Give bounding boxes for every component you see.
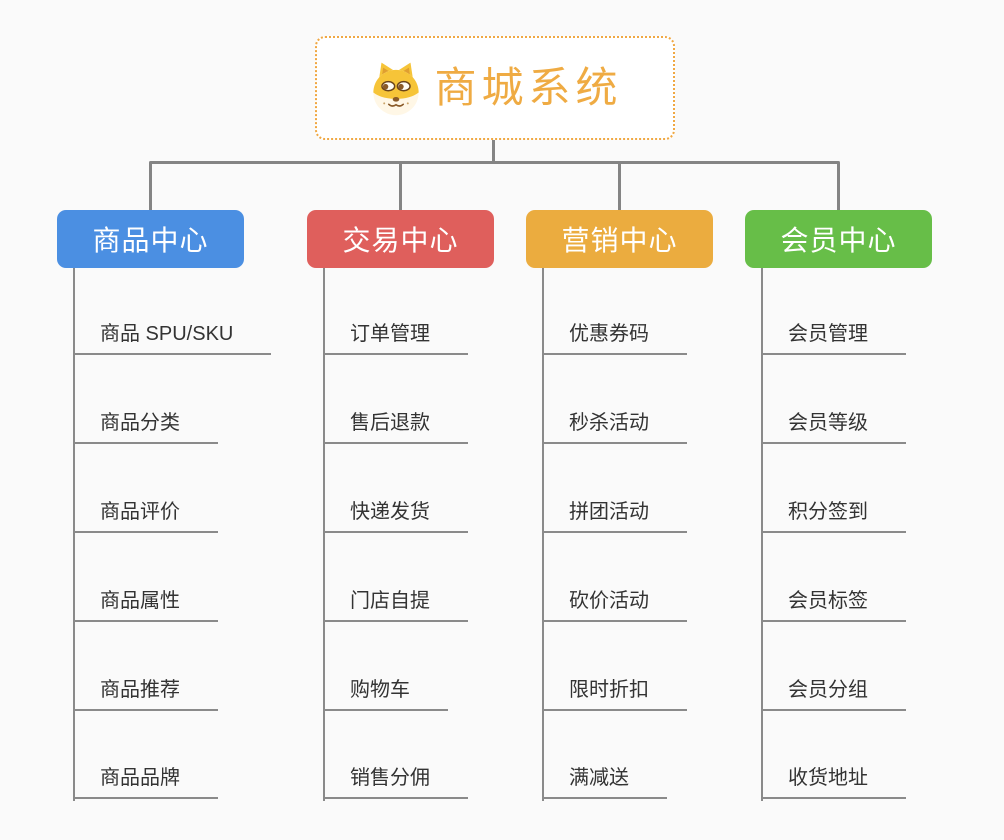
branch-node-marketing[interactable]: 营销中心 <box>526 210 713 268</box>
leaf-label: 秒杀活动 <box>569 412 649 434</box>
leaf-node[interactable]: 售后退款 <box>323 404 468 444</box>
leaf-label: 拼团活动 <box>569 501 649 523</box>
leaf-node[interactable]: 商品评价 <box>73 493 218 533</box>
branch-spine-line <box>761 268 763 801</box>
leaf-label: 商品属性 <box>100 590 180 612</box>
leaf-label: 商品分类 <box>100 412 180 434</box>
leaf-node[interactable]: 快递发货 <box>323 493 468 533</box>
leaf-node[interactable]: 商品 SPU/SKU <box>73 315 272 355</box>
leaf-node[interactable]: 积分签到 <box>761 493 906 533</box>
leaf-label: 会员标签 <box>788 590 868 612</box>
leaf-node[interactable]: 秒杀活动 <box>542 404 687 444</box>
leaf-node[interactable]: 订单管理 <box>323 315 468 355</box>
connector-horizontal-line <box>149 161 840 164</box>
leaf-node[interactable]: 商品属性 <box>73 582 218 622</box>
leaf-node[interactable]: 商品分类 <box>73 404 218 444</box>
leaf-node[interactable]: 限时折扣 <box>542 671 687 711</box>
leaf-label: 商品评价 <box>100 501 180 523</box>
leaf-label: 商品品牌 <box>100 767 180 789</box>
branch-spine-line <box>73 268 75 801</box>
branch-label: 商品中心 <box>92 225 209 256</box>
leaf-label: 快递发货 <box>350 501 430 523</box>
branch-spine-line <box>323 268 325 801</box>
leaf-label: 满减送 <box>569 767 629 789</box>
connector-drop-line <box>149 163 152 210</box>
leaf-node[interactable]: 会员标签 <box>761 582 906 622</box>
leaf-label: 砍价活动 <box>569 590 649 612</box>
leaf-label: 优惠券码 <box>569 323 649 345</box>
connector-drop-line <box>399 163 402 210</box>
branch-column-members: 会员中心 会员管理 会员等级 积分签到 会员标签 会员分组 收货地址 <box>745 210 1004 820</box>
leaf-label: 订单管理 <box>350 323 430 345</box>
branch-column-marketing: 营销中心 优惠券码 秒杀活动 拼团活动 砍价活动 限时折扣 满减送 <box>526 210 786 820</box>
leaf-label: 商品 SPU/SKU <box>100 323 234 345</box>
leaf-node[interactable]: 购物车 <box>323 671 448 711</box>
connector-drop-line <box>837 163 840 210</box>
dog-face-icon <box>367 59 425 117</box>
leaf-label: 会员管理 <box>788 323 868 345</box>
root-title: 商城系统 <box>434 64 623 111</box>
branch-node-trade[interactable]: 交易中心 <box>307 210 494 268</box>
leaf-label: 积分签到 <box>788 501 868 523</box>
branch-label: 交易中心 <box>342 225 459 256</box>
leaf-node[interactable]: 会员分组 <box>761 671 906 711</box>
leaf-node[interactable]: 优惠券码 <box>542 315 687 355</box>
leaf-node[interactable]: 会员等级 <box>761 404 906 444</box>
leaf-node[interactable]: 会员管理 <box>761 315 906 355</box>
leaf-node[interactable]: 商品品牌 <box>73 759 218 799</box>
leaf-node[interactable]: 拼团活动 <box>542 493 687 533</box>
leaf-node[interactable]: 收货地址 <box>761 759 906 799</box>
leaf-label: 门店自提 <box>350 590 430 612</box>
connector-drop-line <box>618 163 621 210</box>
leaf-label: 售后退款 <box>350 412 430 434</box>
leaf-node[interactable]: 商品推荐 <box>73 671 218 711</box>
branch-node-products[interactable]: 商品中心 <box>57 210 244 268</box>
branch-label: 营销中心 <box>561 225 678 256</box>
leaf-node[interactable]: 砍价活动 <box>542 582 687 622</box>
leaf-label: 收货地址 <box>788 767 868 789</box>
branch-spine-line <box>542 268 544 801</box>
root-node[interactable]: 商城系统 <box>315 36 675 140</box>
leaf-node[interactable]: 门店自提 <box>323 582 468 622</box>
leaf-label: 限时折扣 <box>569 679 649 701</box>
leaf-node[interactable]: 销售分佣 <box>323 759 468 799</box>
leaf-label: 会员等级 <box>788 412 868 434</box>
leaf-node[interactable]: 满减送 <box>542 759 667 799</box>
branch-column-products: 商品中心 商品 SPU/SKU 商品分类 商品评价 商品属性 商品推荐 商品品牌 <box>57 210 317 820</box>
branch-column-trade: 交易中心 订单管理 售后退款 快递发货 门店自提 购物车 销售分佣 <box>307 210 567 820</box>
leaf-label: 会员分组 <box>788 679 868 701</box>
connector-root-stem <box>492 140 495 163</box>
branch-label: 会员中心 <box>780 225 897 256</box>
branch-node-members[interactable]: 会员中心 <box>745 210 932 268</box>
leaf-label: 销售分佣 <box>350 767 430 789</box>
leaf-label: 购物车 <box>350 679 410 701</box>
leaf-label: 商品推荐 <box>100 679 180 701</box>
